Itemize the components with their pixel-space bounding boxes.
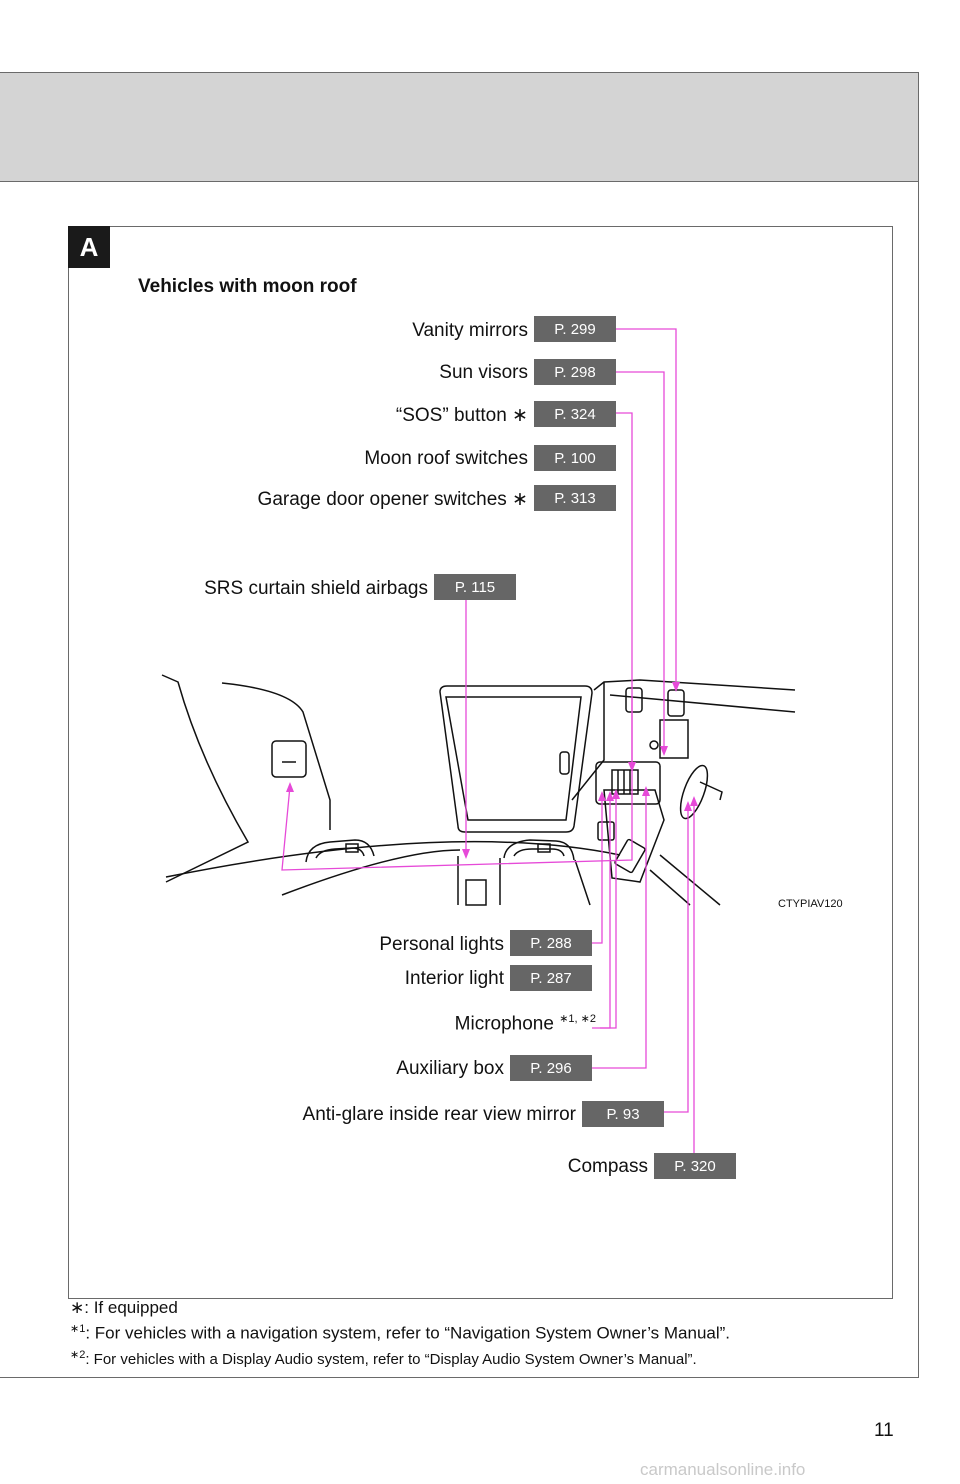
page-ref-sun-visors[interactable]: P. 298 (534, 359, 616, 385)
callout-label-moon-roof-switches: Moon roof switches (364, 448, 528, 469)
footnote-2-mark: ∗2 (70, 1349, 86, 1361)
callout-label-personal-lights: Personal lights (379, 934, 504, 955)
page-ref-personal-lights[interactable]: P. 288 (510, 930, 592, 956)
callout-label-anti-glare-mirror: Anti-glare inside rear view mirror (302, 1104, 576, 1125)
page-ref-moon-roof-switches[interactable]: P. 100 (534, 445, 616, 471)
page-ref-sos-button[interactable]: P. 324 (534, 401, 616, 427)
page-ref-srs-curtain-airbags[interactable]: P. 115 (434, 574, 516, 600)
footnote-1: ∗1: For vehicles with a navigation syste… (70, 1322, 730, 1344)
footnote-2-text: : For vehicles with a Display Audio syst… (85, 1351, 697, 1368)
footnote-1-text: : For vehicles with a navigation system,… (85, 1323, 731, 1343)
right-border (918, 72, 919, 1378)
illustration-panel (68, 226, 893, 1299)
page-number: 11 (874, 1420, 894, 1441)
section-badge: A (68, 226, 110, 268)
bottom-border (0, 1377, 919, 1378)
leader-arrowheads (286, 682, 698, 859)
callout-label-sun-visors: Sun visors (439, 362, 528, 383)
section-title: Vehicles with moon roof (138, 276, 357, 297)
footnote-1-mark: ∗1 (70, 1323, 86, 1335)
image-code: CTYPIAV120 (778, 898, 843, 910)
car-interior-line-art (161, 674, 796, 906)
page-ref-auxiliary-box[interactable]: P. 296 (510, 1055, 592, 1081)
footnote-2: ∗2: For vehicles with a Display Audio sy… (70, 1348, 697, 1368)
watermark: carmanualsonline.info (640, 1460, 806, 1479)
page-ref-compass[interactable]: P. 320 (654, 1153, 736, 1179)
callout-label-sos-button: “SOS” button ∗ (395, 405, 528, 426)
callout-label-interior-light: Interior light (404, 968, 504, 989)
page-ref-anti-glare-mirror[interactable]: P. 93 (582, 1101, 664, 1127)
page-ref-garage-door-opener[interactable]: P. 313 (534, 485, 616, 511)
callout-label-microphone: Microphone ∗1, ∗2 (455, 1012, 596, 1035)
callout-label-compass: Compass (567, 1156, 648, 1177)
header-band (0, 72, 919, 182)
microphone-footnote-marks: ∗1, ∗2 (559, 1013, 596, 1025)
page-ref-interior-light[interactable]: P. 287 (510, 965, 592, 991)
page-ref-vanity-mirrors[interactable]: P. 299 (534, 316, 616, 342)
callout-label-vanity-mirrors: Vanity mirrors (412, 320, 528, 341)
callout-label-garage-door-opener: Garage door opener switches ∗ (257, 489, 528, 510)
callout-label-srs-curtain-airbags: SRS curtain shield airbags (204, 578, 428, 599)
footnote-if-equipped: ∗: If equipped (70, 1298, 178, 1317)
leader-lines (281, 328, 695, 1162)
callout-label-auxiliary-box: Auxiliary box (396, 1058, 504, 1079)
microphone-label: Microphone (454, 1013, 560, 1035)
